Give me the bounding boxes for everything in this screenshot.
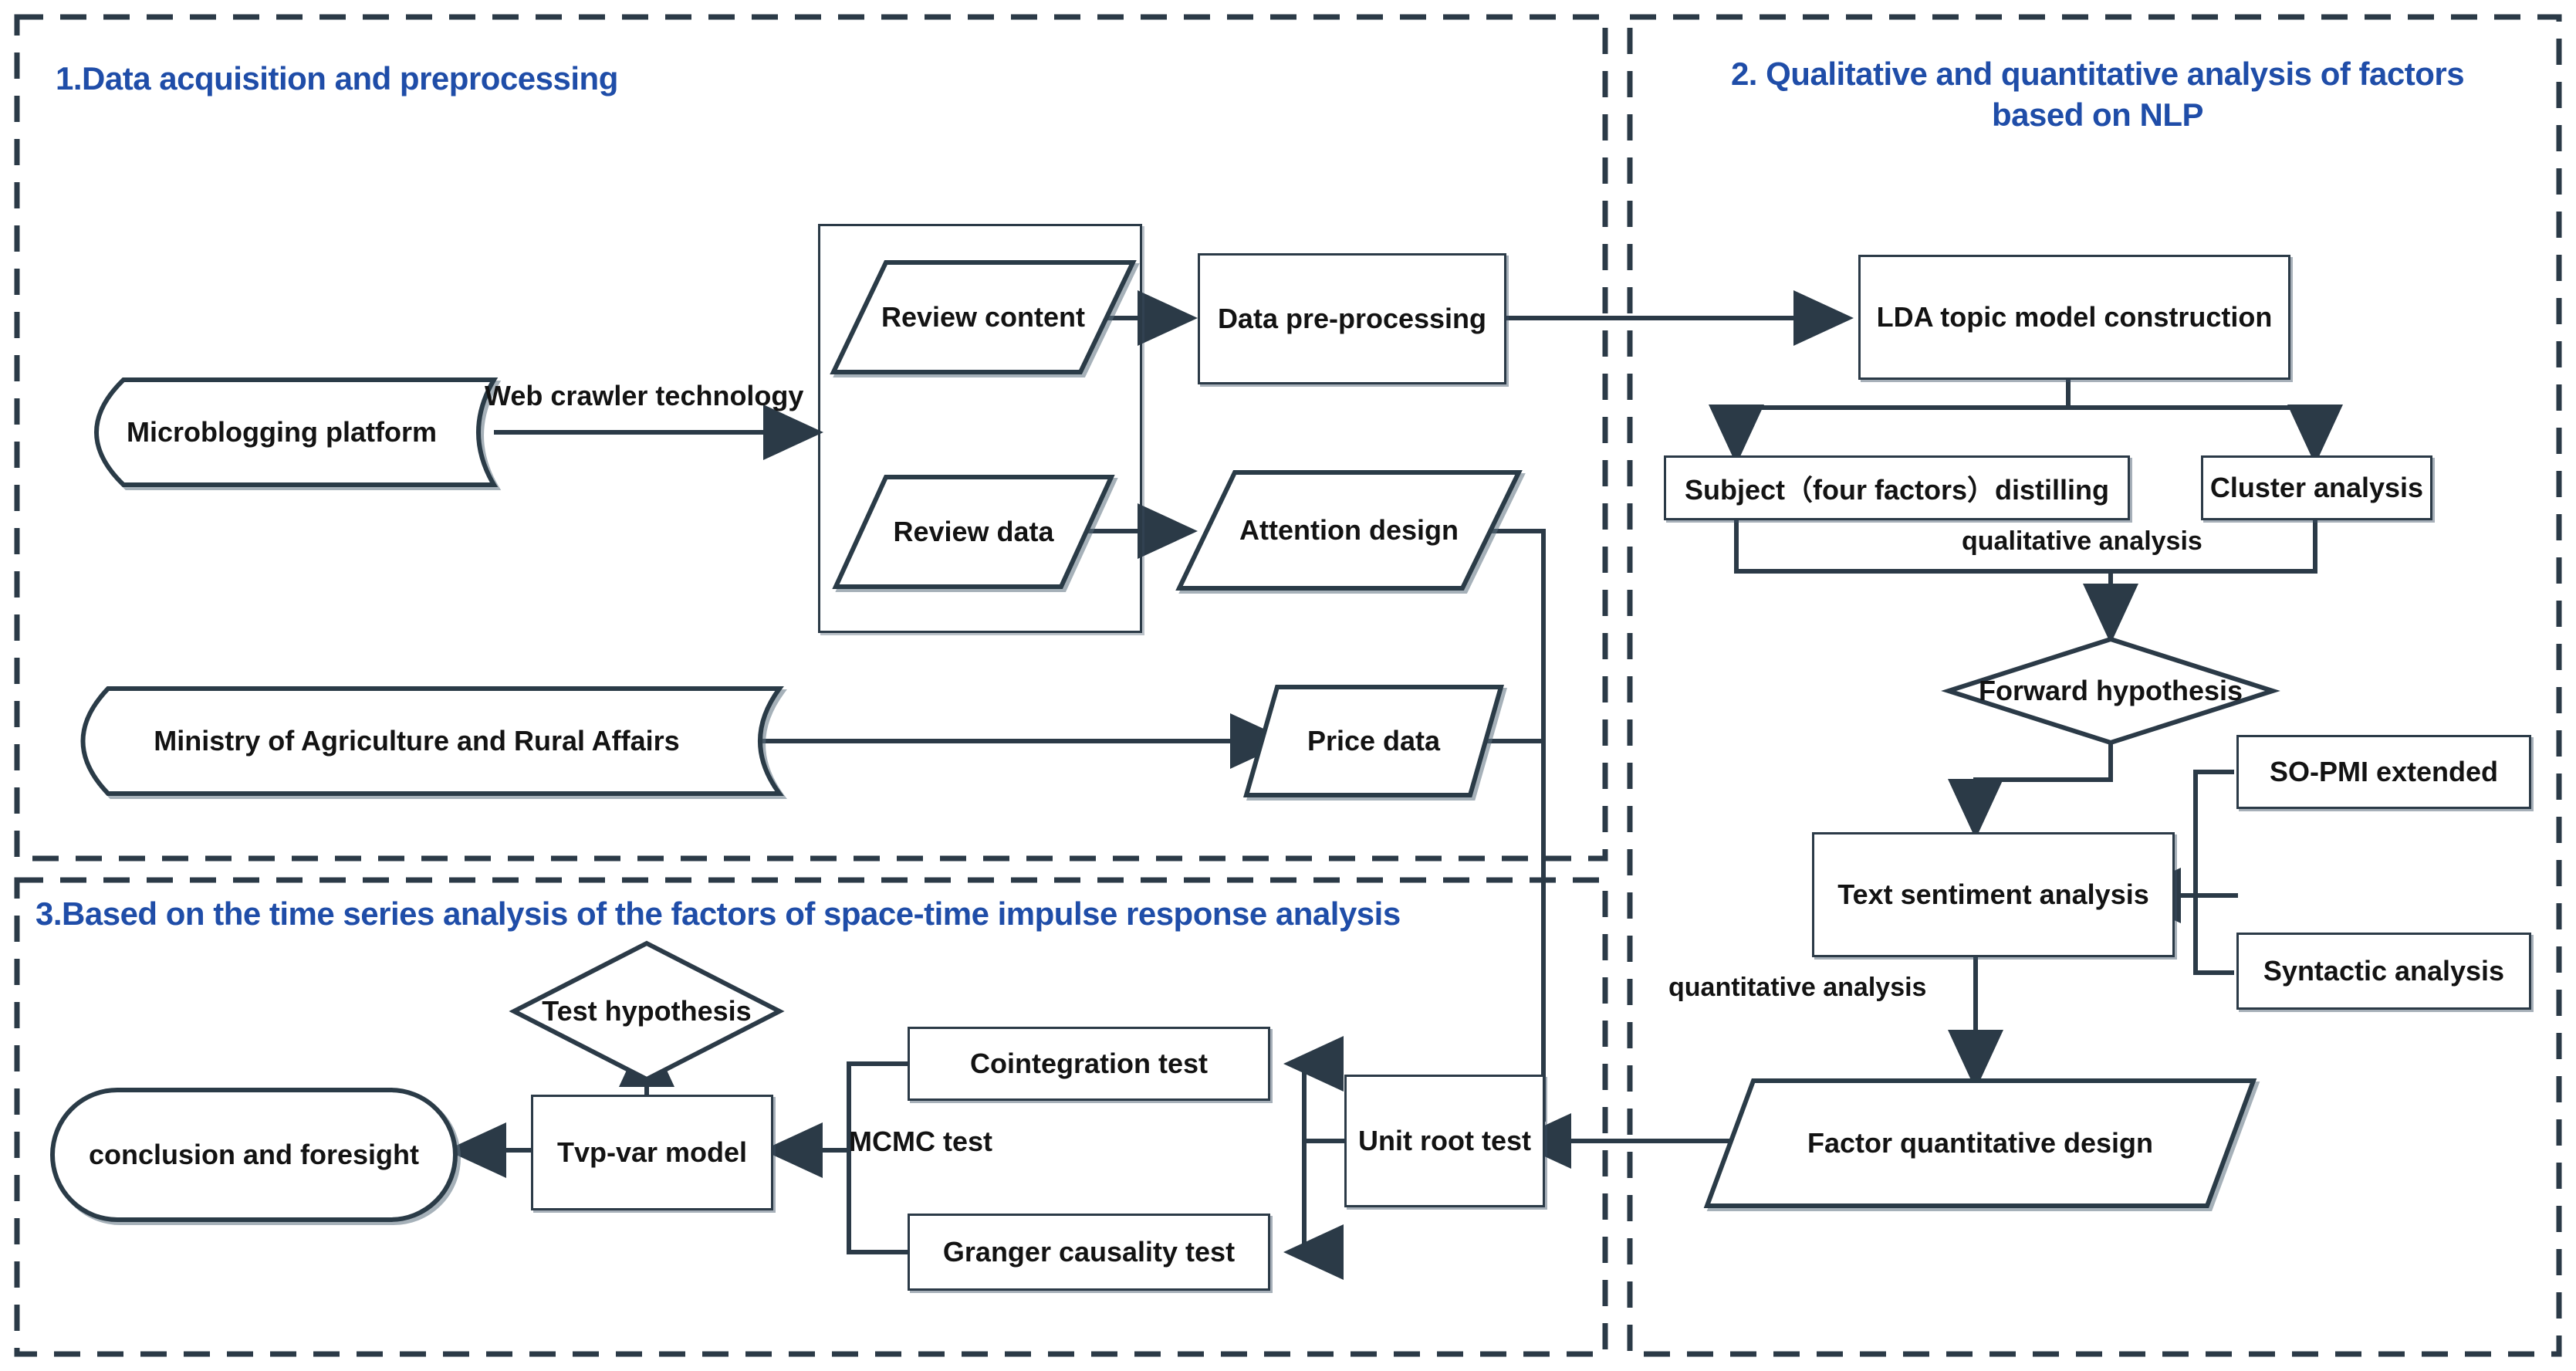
forward-hypothesis-shape bbox=[1941, 636, 2280, 746]
panel-2-frame bbox=[1627, 14, 2562, 1357]
edge-granger-rail bbox=[847, 1150, 911, 1254]
node-conclusion-and-foresight[interactable]: conclusion and foresight bbox=[88, 1139, 420, 1170]
node-price-data[interactable]: Price data bbox=[1307, 725, 1441, 757]
edge-unitroot-to-granger bbox=[1283, 1141, 1344, 1280]
edge-subject-down bbox=[1734, 519, 2111, 574]
panel-3-title: 3.Based on the time series analysis of t… bbox=[35, 895, 1401, 932]
edge-attention-to-rail bbox=[1410, 529, 1546, 1135]
edge-cointegration-rail bbox=[847, 1061, 911, 1150]
edge-syntactic-to-sentiment bbox=[2193, 895, 2234, 975]
node-so-pmi-extended[interactable]: SO-PMI extended bbox=[2236, 735, 2531, 809]
edge-lda-split-right bbox=[2068, 405, 2343, 465]
conclusion-shape bbox=[50, 1088, 458, 1222]
attention-design-shape bbox=[1175, 470, 1523, 591]
node-unit-root-test[interactable]: Unit root test bbox=[1344, 1075, 1545, 1207]
microblogging-platform-shape bbox=[94, 377, 499, 487]
review-content-shape bbox=[830, 260, 1137, 374]
node-cluster-analysis[interactable]: Cluster analysis bbox=[2201, 455, 2432, 520]
panel-1-title: 1.Data acquisition and preprocessing bbox=[56, 60, 618, 96]
edge-label-mcmc-test: MCMC test bbox=[849, 1126, 992, 1157]
node-attention-design[interactable]: Attention design bbox=[1239, 514, 1459, 546]
node-lda-topic-model[interactable]: LDA topic model construction bbox=[1858, 255, 2290, 380]
node-cointegration-test[interactable]: Cointegration test bbox=[908, 1027, 1270, 1101]
node-review-content[interactable]: Review content bbox=[881, 301, 1086, 333]
review-data-shape bbox=[832, 475, 1115, 589]
edge-lda-split bbox=[1709, 378, 2071, 465]
node-subject-distilling[interactable]: Subject（four factors）distilling bbox=[1664, 455, 2130, 520]
node-text-sentiment-analysis[interactable]: Text sentiment analysis bbox=[1812, 832, 2175, 957]
edge-sopmi-to-sentiment bbox=[2193, 770, 2234, 895]
panel-1-frame bbox=[14, 14, 1608, 862]
node-forward-hypothesis[interactable]: Forward hypothesis bbox=[1978, 675, 2243, 706]
edge-diamond-to-sentiment bbox=[1948, 741, 2113, 839]
review-group-box bbox=[818, 224, 1142, 633]
node-factor-quantitative-design[interactable]: Factor quantitative design bbox=[1807, 1127, 2154, 1159]
node-tvp-var-model[interactable]: Tvp-var model bbox=[531, 1095, 773, 1210]
panel-3-frame bbox=[14, 877, 1608, 1357]
node-review-data[interactable]: Review data bbox=[893, 516, 1054, 547]
test-hypothesis-shape bbox=[509, 940, 785, 1082]
edge-label-web-crawler-technology: Web crawler technology bbox=[485, 380, 804, 411]
ministry-shape bbox=[80, 686, 784, 796]
node-syntactic-analysis[interactable]: Syntactic analysis bbox=[2236, 933, 2531, 1010]
factor-quant-design-shape bbox=[1703, 1078, 2257, 1208]
node-test-hypothesis[interactable]: Test hypothesis bbox=[542, 995, 752, 1027]
panel-2-title: 2. Qualitative and quantitative analysis… bbox=[1730, 56, 2465, 133]
node-microblogging-platform[interactable]: Microblogging platform bbox=[127, 416, 437, 448]
edge-label-quantitative-analysis: quantitative analysis bbox=[1668, 973, 1927, 1002]
edge-label-qualitative-analysis: qualitative analysis bbox=[1962, 526, 2202, 556]
edge-unitroot-to-cointegration bbox=[1283, 1036, 1344, 1141]
node-granger-causality-test[interactable]: Granger causality test bbox=[908, 1214, 1270, 1291]
node-ministry-of-agriculture[interactable]: Ministry of Agriculture and Rural Affair… bbox=[154, 725, 680, 757]
edge-cluster-down bbox=[2111, 519, 2317, 574]
node-data-preprocessing[interactable]: Data pre-processing bbox=[1198, 253, 1506, 384]
price-data-shape bbox=[1243, 685, 1504, 797]
